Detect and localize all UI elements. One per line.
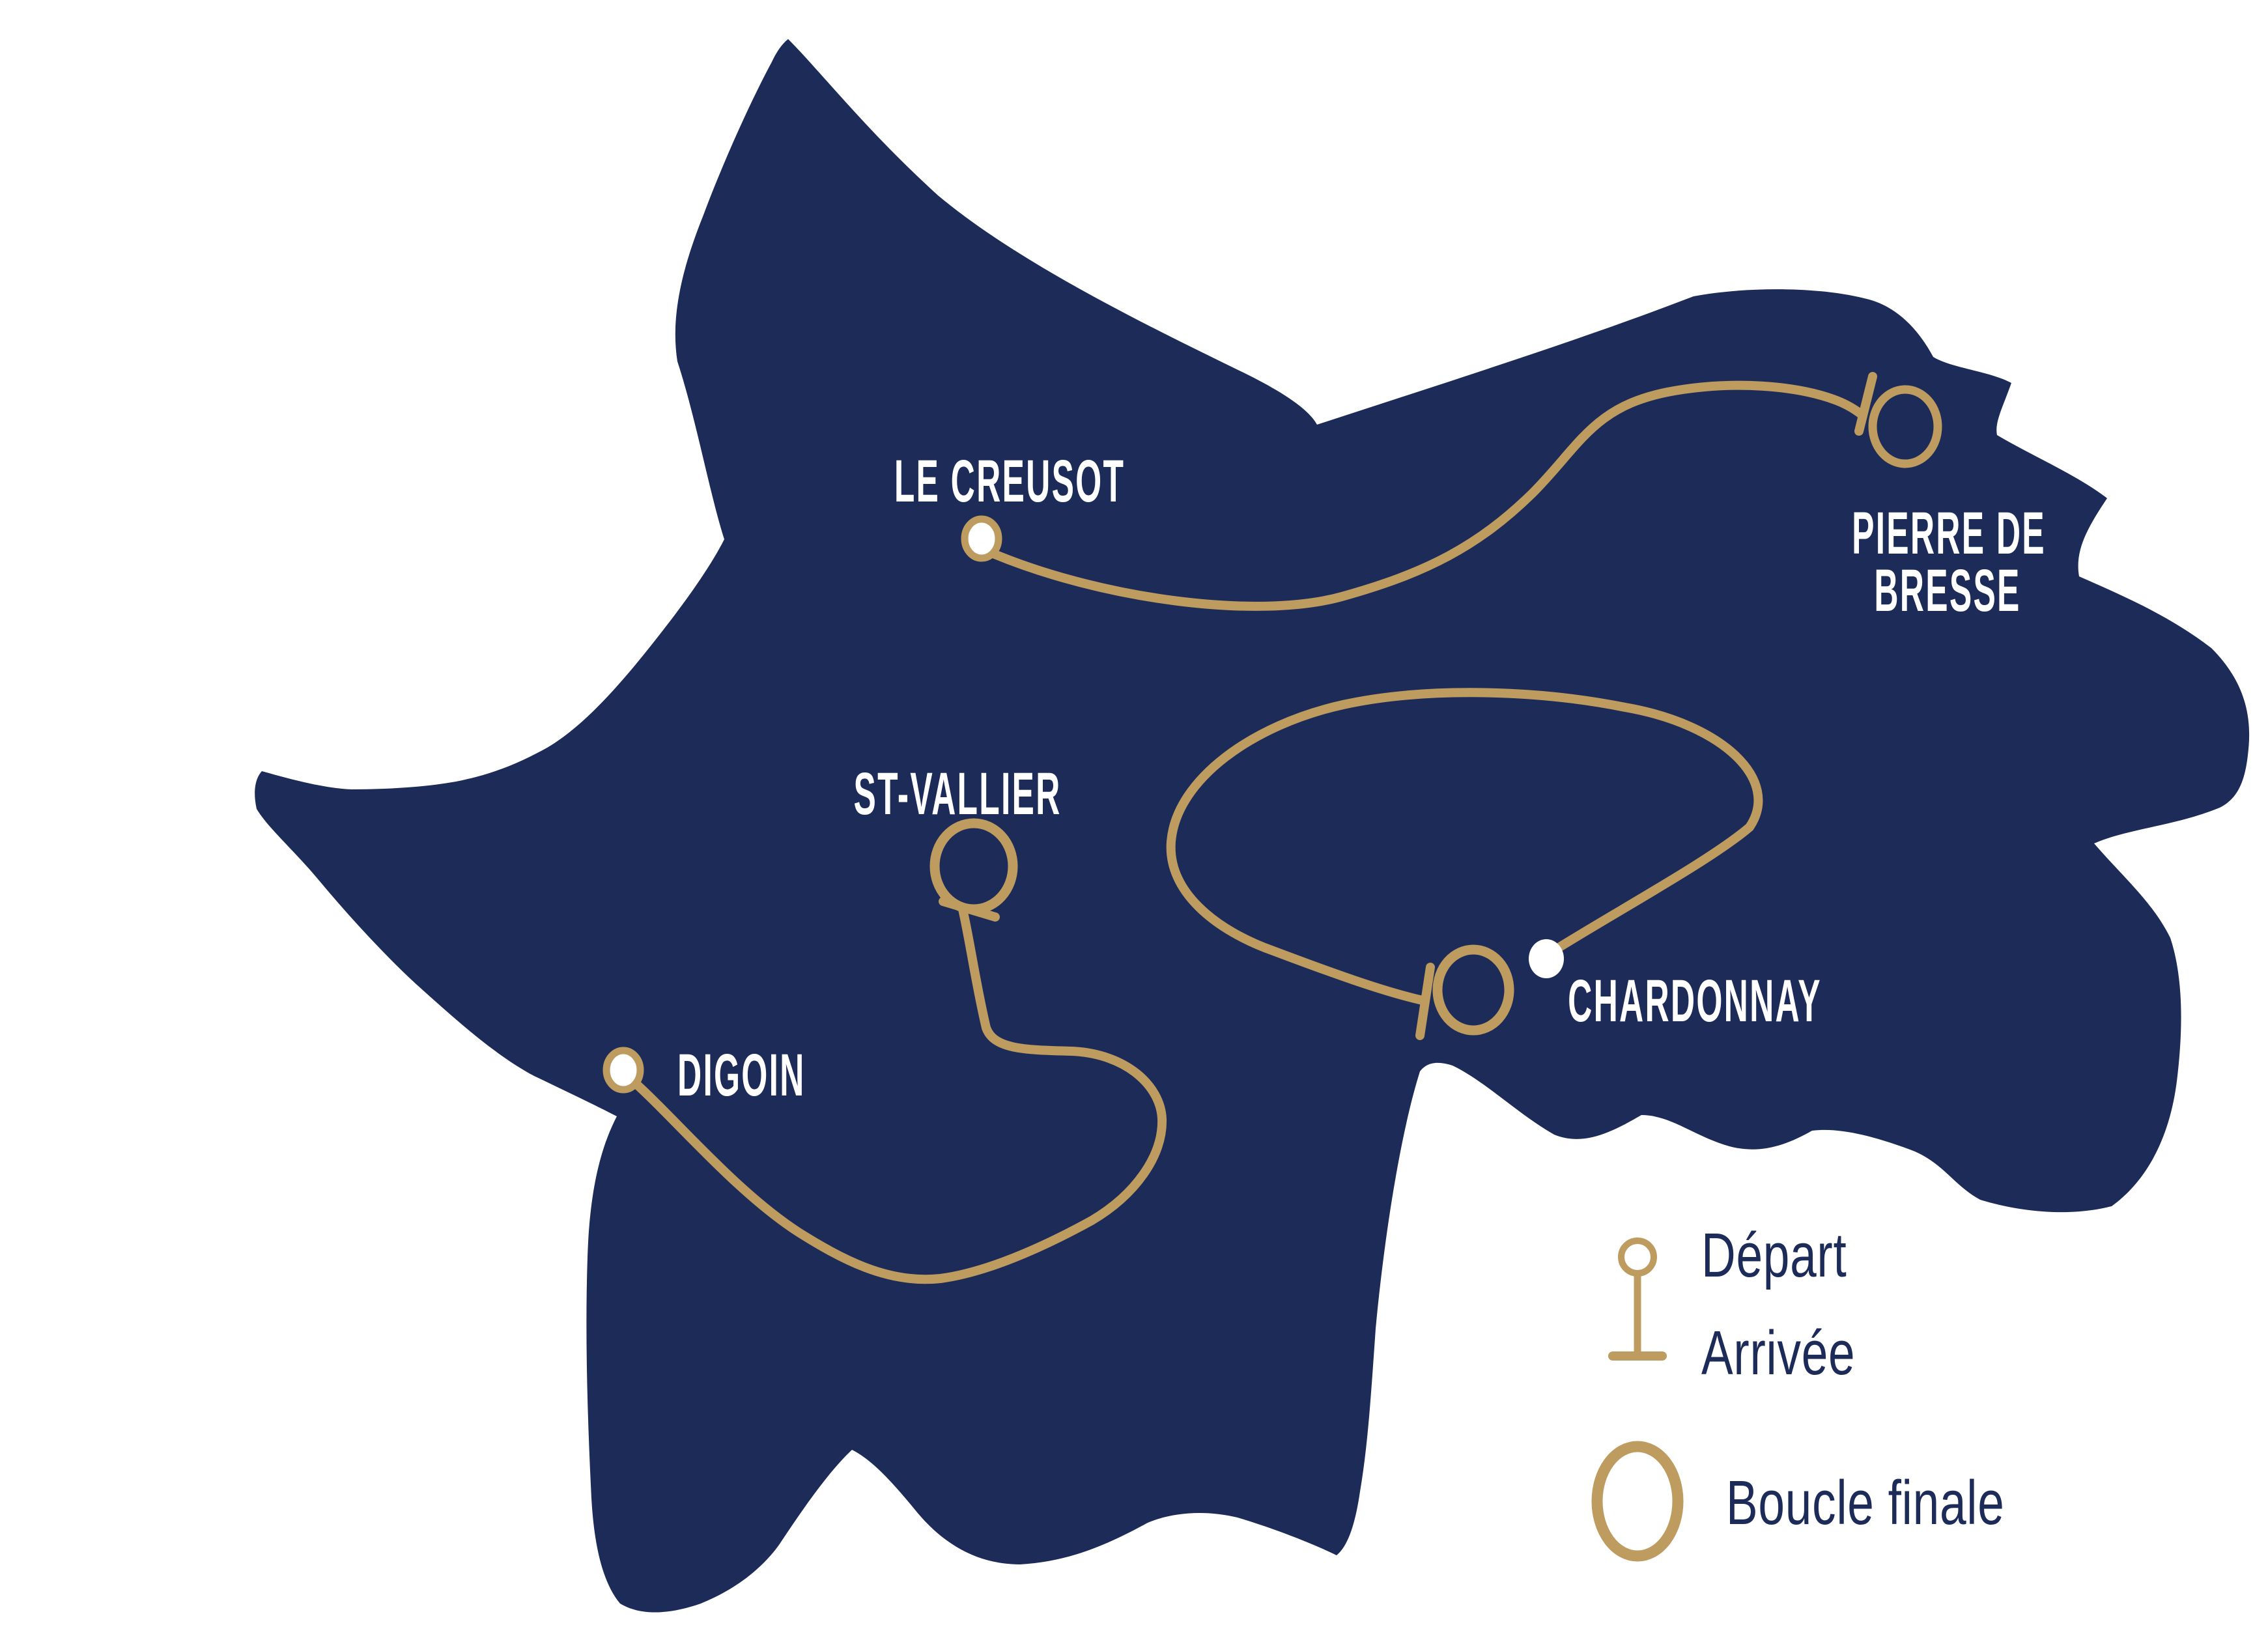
city-label-digoin: DIGOIN — [677, 1041, 806, 1108]
legend-label-boucle-finale: Boucle finale — [1726, 1468, 2005, 1538]
city-label-chardonnay: CHARDONNAY — [1568, 967, 1822, 1034]
city-dot-chardonnay — [1529, 939, 1564, 978]
city-dot-digoin — [602, 1047, 644, 1094]
loop-circle-icon — [1591, 1441, 1684, 1562]
loop-ring-st-vallier — [929, 818, 1018, 914]
route-st-vallier-to-digoin — [629, 905, 1167, 1284]
route-tick-pierre-de-bresse — [1854, 372, 1877, 436]
city-label-st-vallier: ST-VALLIER — [853, 760, 1061, 827]
city-label-pierre-de-bresse-line1: PIERRE DE — [1852, 500, 2046, 566]
start-end-pin-icon — [1608, 1237, 1667, 1361]
legend: Départ Arrivée Boucle finale — [1591, 1221, 2005, 1562]
route-tick-chardonnay — [1415, 963, 1435, 1040]
legend-label-depart: Départ — [1701, 1221, 1847, 1290]
city-label-le-creusot: LE CREUSOT — [894, 447, 1125, 514]
map-silhouette — [255, 39, 2250, 1613]
route-le-creusot-to-pierre-de-bresse — [985, 380, 1867, 611]
loop-ring-chardonnay — [1432, 944, 1514, 1036]
city-dot-le-creusot — [961, 515, 1002, 562]
route-loop-chardonnay — [1166, 688, 1763, 1005]
pin-head — [1618, 1237, 1657, 1277]
legend-label-arrivee: Arrivée — [1701, 1318, 1855, 1388]
city-label-pierre-de-bresse-line2: BRESSE — [1874, 557, 2020, 623]
loop-ring-pierre-de-bresse — [1868, 385, 1942, 468]
